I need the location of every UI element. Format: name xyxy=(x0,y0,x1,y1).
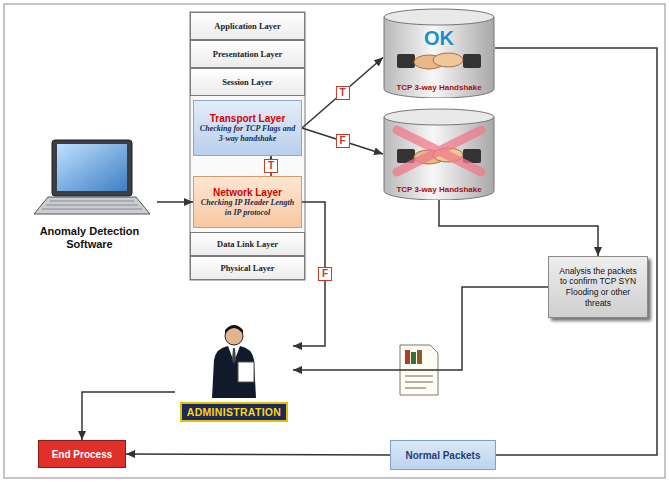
node-text: Data Link Layer xyxy=(217,239,278,249)
edge-label: T xyxy=(335,86,349,100)
document-lines xyxy=(405,376,433,388)
node-text: Session Layer xyxy=(222,77,272,87)
handshake-ok-cylinder: OK TCP 3-way Handshake xyxy=(383,8,495,98)
connector xyxy=(126,454,390,455)
connector xyxy=(302,58,383,129)
connector xyxy=(495,48,657,455)
book-3 xyxy=(417,350,422,364)
reject-cross xyxy=(397,130,481,172)
node-text: Analysis the packets to confirm TCP SYN … xyxy=(555,266,641,309)
connector xyxy=(302,128,383,154)
laptop-icon xyxy=(34,140,150,214)
laptop-lid xyxy=(52,140,132,196)
normal-packets-box: Normal Packets xyxy=(390,440,496,470)
node-text: Normal Packets xyxy=(405,450,480,461)
node-text: Application Layer xyxy=(214,21,280,31)
network-layer-box: Network LayerChecking IP Header Length i… xyxy=(193,176,302,228)
node-text: Checking IP Header Length in IP protocol xyxy=(198,198,297,216)
connector xyxy=(82,392,175,440)
osi-layer: Session Layer xyxy=(190,68,305,96)
connector xyxy=(157,201,193,203)
osi-layer: Physical Layer xyxy=(190,256,305,280)
osi-layer: Application Layer xyxy=(190,12,305,40)
sleeve-left xyxy=(397,54,415,68)
edge-label: F xyxy=(318,267,332,281)
person-suit xyxy=(212,346,256,398)
administration-node: ADMINISTRATION xyxy=(175,322,293,422)
transport-layer-box: Transport LayerChecking for TCP Flags an… xyxy=(193,100,302,156)
cylinder-top xyxy=(384,109,494,125)
software-label-node: Anomaly Detection Software xyxy=(22,135,157,253)
book-1 xyxy=(405,350,410,364)
outer-frame xyxy=(4,4,665,478)
node-text: TCP 3-way Handshake xyxy=(396,83,481,92)
person-hair xyxy=(225,325,243,334)
cylinder-body xyxy=(384,117,494,200)
node-text: End Process xyxy=(52,449,113,460)
edge-label: T xyxy=(264,159,278,173)
analysis-box: Analysis the packets to confirm TCP SYN … xyxy=(548,256,648,318)
sleeve-right xyxy=(463,54,481,68)
laptop-base xyxy=(34,197,150,214)
book-2 xyxy=(411,352,416,364)
cylinder-top xyxy=(384,9,494,25)
osi-layer: Presentation Layer xyxy=(190,40,305,68)
connector xyxy=(293,287,548,370)
end-process-box: End Process xyxy=(38,440,126,468)
node-text: Network Layer xyxy=(213,187,282,198)
hand-right xyxy=(433,53,463,67)
node-text: Presentation Layer xyxy=(213,49,282,59)
osi-layer: Data Link Layer xyxy=(190,232,305,256)
administrator-figure xyxy=(212,325,256,398)
connector xyxy=(439,200,598,256)
handshake-fail-cylinder: TCP 3-way Handshake xyxy=(383,108,495,200)
laptop-screen xyxy=(57,144,127,191)
node-text: OK xyxy=(424,28,454,48)
node-text: Anomaly Detection Software xyxy=(24,225,155,251)
cylinder-body xyxy=(384,17,494,98)
node-text: ADMINISTRATION xyxy=(180,402,288,422)
person-paper xyxy=(238,362,254,382)
osi-stack-frame xyxy=(190,12,305,280)
node-text: Checking for TCP Flags and 3-way handsha… xyxy=(198,124,297,142)
node-text: TCP 3-way Handshake xyxy=(396,185,481,194)
edge-label: F xyxy=(335,134,349,148)
node-text: Physical Layer xyxy=(220,263,274,273)
laptop-keys xyxy=(42,201,142,209)
person-tie xyxy=(232,348,236,364)
node-text: Transport Layer xyxy=(210,113,286,124)
